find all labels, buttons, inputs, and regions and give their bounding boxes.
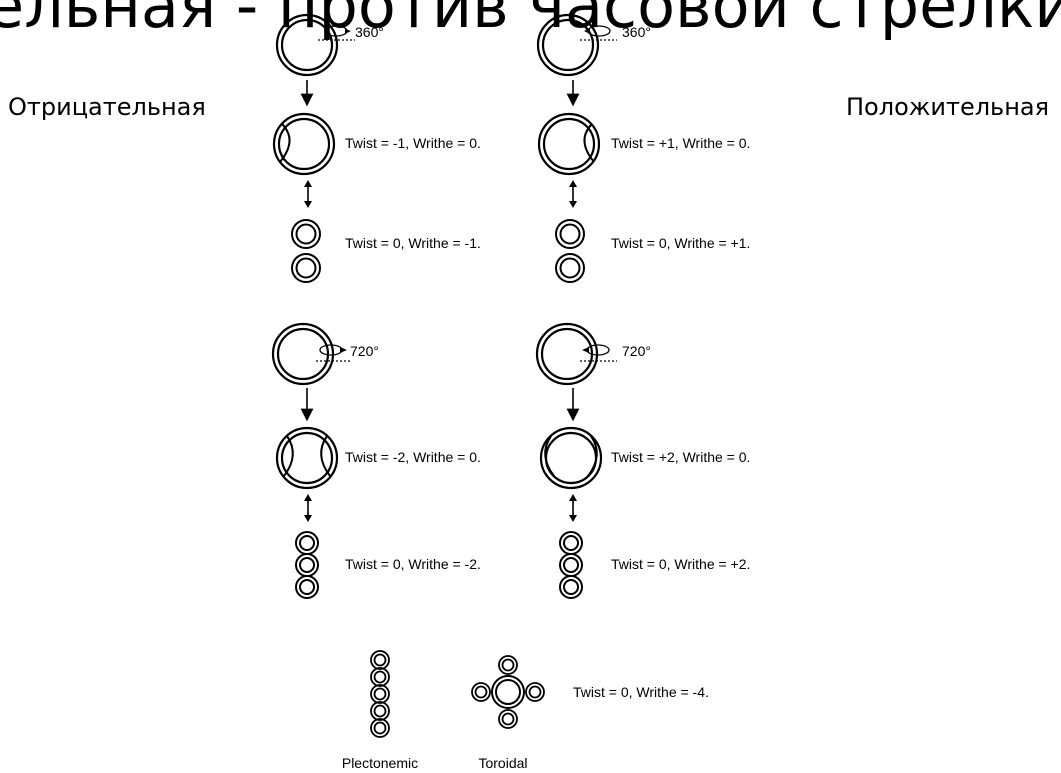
angle-label: 720°	[622, 343, 651, 359]
right-figure-eight-1	[556, 220, 584, 282]
caption: Twist = 0, Writhe = +1.	[611, 235, 750, 251]
left-figure-eight-2	[296, 532, 318, 598]
toroidal-label: Toroidal	[478, 755, 527, 771]
left-360-ring	[277, 15, 355, 75]
left-720-ring	[273, 324, 350, 384]
left-twisted-ring-1	[274, 114, 334, 174]
left-figure-eight-1	[292, 220, 320, 282]
caption: Twist = -2, Writhe = 0.	[345, 449, 481, 465]
caption: Twist = 0, Writhe = -1.	[345, 235, 481, 251]
caption: Twist = 0, Writhe = -2.	[345, 556, 481, 572]
right-360-ring	[538, 15, 617, 75]
right-720-ring	[537, 324, 617, 384]
caption: Twist = +1, Writhe = 0.	[611, 135, 750, 151]
caption: Twist = 0, Writhe = +2.	[611, 556, 750, 572]
double-arrow	[569, 494, 577, 522]
caption: Twist = 0, Writhe = -4.	[573, 684, 709, 700]
right-twisted-ring-2	[541, 428, 601, 488]
plectonemic-label: Plectonemic	[342, 755, 418, 771]
double-arrow	[304, 494, 312, 522]
angle-label: 360°	[355, 24, 384, 40]
toroidal-form	[472, 656, 544, 728]
angle-label: 720°	[350, 343, 379, 359]
caption: Twist = +2, Writhe = 0.	[611, 449, 750, 465]
double-arrow	[304, 180, 312, 208]
right-twisted-ring-1	[539, 114, 599, 174]
plectonemic-form	[371, 651, 389, 737]
right-figure-eight-2	[560, 532, 582, 598]
double-arrow	[569, 180, 577, 208]
angle-label: 360°	[622, 24, 651, 40]
caption: Twist = -1, Writhe = 0.	[345, 135, 481, 151]
left-twisted-ring-2	[277, 428, 337, 488]
